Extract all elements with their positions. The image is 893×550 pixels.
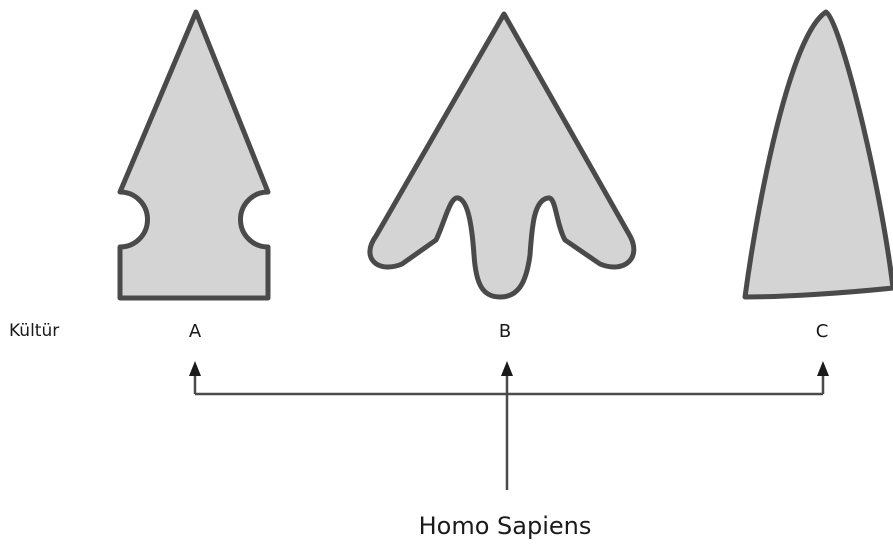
arrowhead-c-icon — [817, 361, 829, 376]
letter-b-label: B — [499, 321, 511, 342]
letter-a-label: A — [189, 321, 202, 342]
barbed-arrowhead-icon — [370, 14, 634, 297]
letter-c-label: C — [816, 321, 829, 342]
arrowhead-b-icon — [501, 361, 513, 376]
row-label: Kültür — [9, 321, 59, 341]
homo-sapiens-label: Homo Sapiens — [419, 512, 592, 540]
arrowhead-a-icon — [189, 361, 201, 376]
curved-blade-icon — [745, 12, 893, 297]
notched-arrowhead-icon — [120, 12, 268, 298]
